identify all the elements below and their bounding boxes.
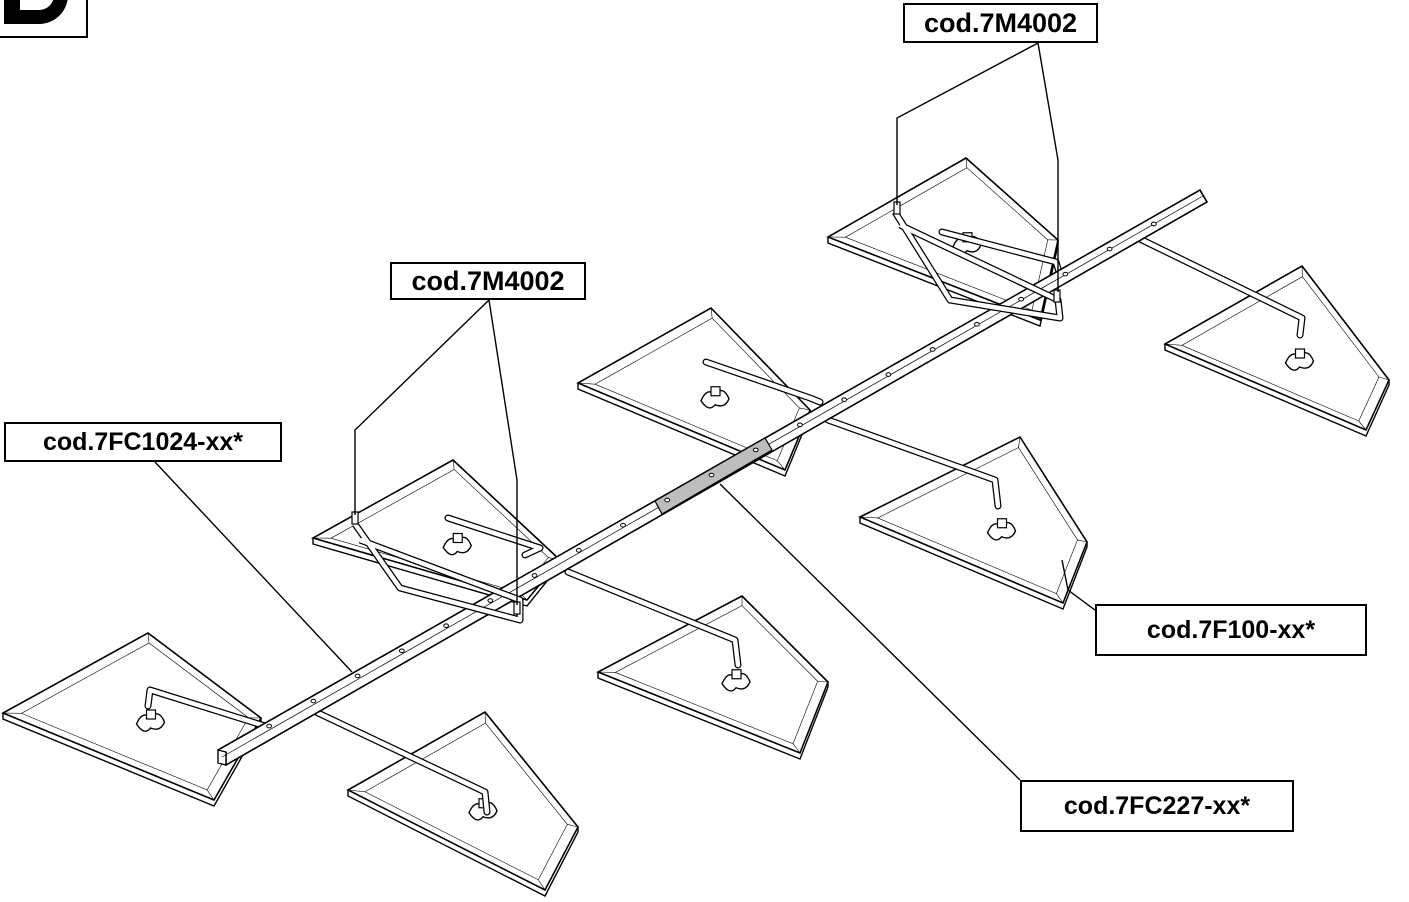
- beam-hole: [664, 497, 671, 503]
- pad-bevel-edge: [577, 382, 596, 385]
- leader-line: [719, 483, 1021, 781]
- beam-hole: [620, 522, 626, 528]
- leader-lines: [154, 42, 1096, 781]
- suction-pad: [1, 632, 263, 802]
- beam-hole: [1018, 296, 1025, 302]
- pad-edge: [347, 790, 579, 897]
- pad-arms: [144, 228, 1306, 816]
- pad-bevel-edge: [567, 824, 579, 828]
- pad-edge: [859, 517, 1088, 610]
- pad-bevel-edge: [1077, 539, 1088, 543]
- hanger-frames: [351, 201, 1064, 624]
- beam-hole: [1150, 221, 1157, 227]
- pad-bevel-edge: [206, 789, 215, 801]
- beam-hole: [354, 673, 361, 679]
- label-rail-lower: cod.7M4002: [390, 262, 586, 300]
- beam-hole: [487, 598, 494, 603]
- label-beam-extension: cod.7FC227-xx*: [1020, 780, 1294, 832]
- suction-pad: [1163, 264, 1390, 432]
- leader-line: [1037, 42, 1059, 292]
- pad-bevel-edge: [777, 460, 786, 471]
- section-letter-box: [0, 0, 88, 38]
- pad-bevel-edge: [965, 157, 968, 168]
- beam-hole: [575, 548, 582, 553]
- label-beam-main: cod.7FC1024-xx*: [4, 422, 282, 462]
- beam-hole: [929, 347, 936, 352]
- beam-hole: [885, 372, 892, 377]
- leader-line: [488, 299, 518, 605]
- pad-bevel-edge: [817, 680, 829, 683]
- pad-bevel-edge: [452, 459, 455, 470]
- cup-valve: [452, 532, 463, 544]
- cup-valve: [731, 669, 742, 680]
- beam-hole: [797, 422, 803, 428]
- beam-hole: [531, 573, 538, 578]
- pad-bevel-edge: [1164, 343, 1182, 346]
- leader-line: [896, 42, 1039, 205]
- pad-bevel-edge: [1056, 593, 1064, 604]
- pad-bevel-edge: [859, 516, 878, 519]
- beam-hole: [708, 472, 715, 478]
- pad-bevel-edge: [799, 407, 811, 411]
- arm-tube: [145, 687, 268, 729]
- cup-valve: [145, 709, 157, 720]
- leader-line: [1061, 559, 1096, 611]
- hanger-clamp: [1053, 289, 1061, 303]
- pad-edge: [1164, 344, 1390, 437]
- pad-bevel-edge: [710, 307, 713, 319]
- cup-valve: [1294, 348, 1306, 359]
- suction-pad: [858, 435, 1088, 605]
- beam-hole: [841, 397, 848, 402]
- arm-tube: [445, 515, 543, 558]
- pad-bevel-edge: [538, 879, 546, 891]
- pad-bevel-edge: [1018, 436, 1021, 448]
- arm-tube: [703, 359, 823, 405]
- arm-tube: [1135, 235, 1305, 338]
- arm-tube: [313, 709, 490, 815]
- arm-tube: [565, 569, 741, 668]
- cup-valve: [710, 386, 721, 397]
- beam-hole: [443, 623, 449, 628]
- arm-tube: [825, 417, 1001, 509]
- beam-hole: [310, 698, 317, 704]
- leader-line: [354, 299, 490, 515]
- cup-valve: [996, 518, 1008, 529]
- beam-hole: [752, 447, 759, 453]
- beam-hole: [1106, 246, 1113, 252]
- pad-bevel-edge: [147, 632, 150, 643]
- pad-edge: [597, 672, 829, 760]
- hanger-tube: [893, 210, 1063, 321]
- beam-end-cap: [217, 749, 227, 766]
- pad-bevel-edge: [792, 743, 801, 754]
- suction-pad: [596, 595, 829, 755]
- hanger-tube: [353, 522, 523, 623]
- beam-hole: [398, 648, 405, 654]
- pad-bevel-edge: [1378, 376, 1390, 381]
- suction-pads: [1, 157, 1390, 897]
- pad-bevel-edge: [1358, 420, 1367, 431]
- leader-line: [154, 461, 353, 673]
- beam-hole: [1062, 271, 1069, 277]
- label-rail-upper: cod.7M4002: [903, 3, 1098, 43]
- label-suction-cup: cod.7F100-xx*: [1095, 604, 1367, 656]
- beam-hole: [974, 322, 980, 327]
- beam-hole: [266, 723, 273, 729]
- pad-bevel-edge: [347, 789, 365, 793]
